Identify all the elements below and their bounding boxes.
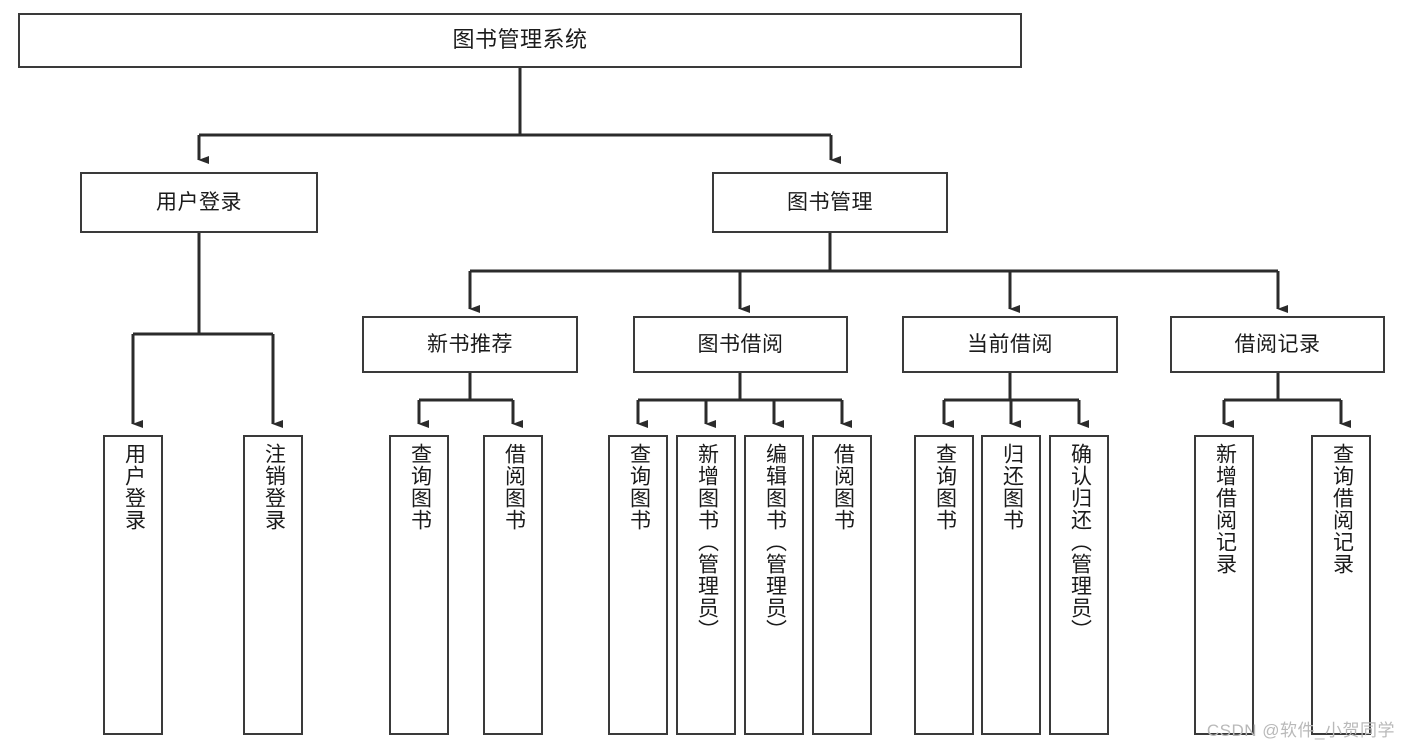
node-label: 借阅图书 bbox=[831, 443, 855, 531]
node-label: 注销登录 bbox=[262, 443, 286, 531]
node-label: 图书管理 bbox=[787, 190, 873, 214]
node-book-management[interactable]: 图书管理 bbox=[712, 172, 948, 233]
node-leaf-query-borrow-record[interactable]: 查询借阅记录 bbox=[1311, 435, 1371, 735]
node-label: 用户登录 bbox=[122, 443, 146, 531]
node-current-borrow[interactable]: 当前借阅 bbox=[902, 316, 1118, 373]
node-label: 新增借阅记录 bbox=[1213, 443, 1237, 575]
node-new-book-recommend[interactable]: 新书推荐 bbox=[362, 316, 578, 373]
node-label: 编辑图书（管理员） bbox=[763, 443, 787, 641]
node-leaf-query-book-current[interactable]: 查询图书 bbox=[914, 435, 974, 735]
node-label: 查询借阅记录 bbox=[1330, 443, 1354, 575]
node-book-borrow[interactable]: 图书借阅 bbox=[633, 316, 848, 373]
node-label: 查询图书 bbox=[627, 443, 651, 531]
node-label: 新增图书（管理员） bbox=[695, 443, 719, 641]
node-leaf-borrow-book[interactable]: 借阅图书 bbox=[812, 435, 872, 735]
node-label: 图书管理系统 bbox=[452, 27, 588, 53]
node-leaf-return-book[interactable]: 归还图书 bbox=[981, 435, 1041, 735]
node-leaf-user-login[interactable]: 用户登录 bbox=[103, 435, 163, 735]
node-leaf-borrow-book-new-book[interactable]: 借阅图书 bbox=[483, 435, 543, 735]
node-label: 用户登录 bbox=[156, 190, 242, 214]
node-leaf-edit-book-admin[interactable]: 编辑图书（管理员） bbox=[744, 435, 804, 735]
node-book-management-system[interactable]: 图书管理系统 bbox=[18, 13, 1022, 68]
node-label: 归还图书 bbox=[1000, 443, 1024, 531]
node-label: 当前借阅 bbox=[967, 332, 1053, 356]
node-label: 查询图书 bbox=[933, 443, 957, 531]
node-label: 借阅记录 bbox=[1234, 332, 1321, 356]
node-user-login[interactable]: 用户登录 bbox=[80, 172, 318, 233]
node-leaf-query-book-borrow[interactable]: 查询图书 bbox=[608, 435, 668, 735]
node-label: 新书推荐 bbox=[427, 332, 513, 356]
node-leaf-confirm-return-admin[interactable]: 确认归还（管理员） bbox=[1049, 435, 1109, 735]
node-label: 查询图书 bbox=[408, 443, 432, 531]
node-leaf-add-book-admin[interactable]: 新增图书（管理员） bbox=[676, 435, 736, 735]
node-borrow-record[interactable]: 借阅记录 bbox=[1170, 316, 1385, 373]
node-label: 确认归还（管理员） bbox=[1068, 443, 1092, 641]
node-leaf-add-borrow-record[interactable]: 新增借阅记录 bbox=[1194, 435, 1254, 735]
node-leaf-logout-login[interactable]: 注销登录 bbox=[243, 435, 303, 735]
node-label: 借阅图书 bbox=[502, 443, 526, 531]
node-leaf-query-book-new-book[interactable]: 查询图书 bbox=[389, 435, 449, 735]
watermark-text: CSDN @软件_小贺同学 bbox=[1206, 721, 1395, 740]
node-label: 图书借阅 bbox=[697, 332, 784, 356]
